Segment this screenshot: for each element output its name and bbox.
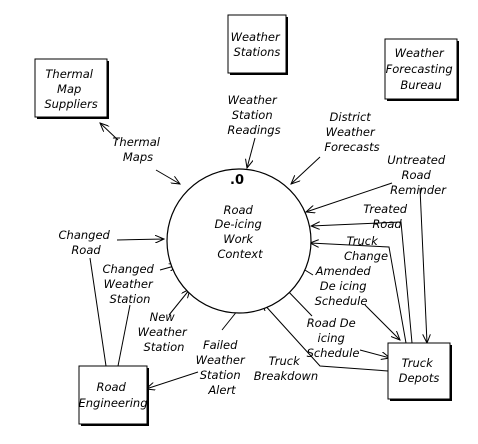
entity-label: Road (96, 380, 126, 394)
entity-label: Weather (231, 30, 281, 44)
entity-label: Map (57, 82, 81, 96)
flow-line-truck-breakdown (262, 302, 389, 372)
flow-line-thermal-maps-out (100, 123, 119, 141)
flow-line-district-forecasts (291, 156, 321, 184)
flow-label-amended-deicing-schedule: Amended De icing Schedule (315, 264, 375, 308)
flow-line-truck-change (310, 243, 407, 344)
entity-weather-forecasting-bureau[interactable]: Weather Forecasting Bureau (384, 38, 459, 101)
flow-line-untreated-reminder (306, 182, 393, 212)
flow-label-truck-change: Truck Change (344, 234, 388, 263)
flow-label-truck-breakdown: Truck Breakdown (254, 354, 318, 383)
flow-label-thermal-maps: Thermal Maps (112, 135, 163, 164)
flow-line-changed-weather-station (117, 304, 131, 367)
flow-label-treated-road: Treated Road (363, 202, 411, 231)
flow-line-amended-to-depots (364, 304, 400, 340)
svg-text:Road Engineering: Road Engineering (79, 380, 148, 410)
entity-label: Weather (395, 46, 445, 60)
flow-line-untreated-to-depots (419, 187, 427, 343)
entity-label: Bureau (400, 78, 441, 92)
entity-label: Forecasting (386, 62, 453, 76)
entity-label: Thermal (45, 67, 93, 81)
process-number: .0 (230, 173, 244, 188)
flow-line-new-weather-station (168, 289, 190, 316)
flow-line-treated-road (311, 221, 413, 344)
svg-text:Weather Forecasting: Weather Forecasting Bureau (386, 46, 457, 92)
svg-text:Truck Depots: Truck Depots (399, 356, 440, 385)
flow-label-failed-weather-station-alert: Failed Weather Station Alert (196, 338, 249, 397)
process-circle[interactable]: .0 Road De-icing Work Context (166, 168, 312, 314)
flow-label-untreated-road-reminder: Untreated Road Reminder (387, 153, 449, 197)
flow-label-district-weather-forecasts: District Weather Forecasts (324, 110, 379, 154)
flow-label-changed-road: Changed Road (59, 228, 114, 257)
process-line: Work (223, 232, 254, 246)
entity-label: Suppliers (44, 97, 97, 111)
entity-label: Depots (399, 371, 440, 385)
flow-line-changed-road (89, 257, 107, 367)
process-line: De-icing (214, 217, 261, 231)
flow-line-changed-road-in (116, 239, 164, 240)
process-line: Road (223, 203, 253, 217)
svg-text:Weather Stations: Weather Stations (231, 30, 284, 59)
entity-label: Truck (402, 356, 434, 370)
flow-label-changed-weather-station: Changed Weather Station (103, 262, 158, 306)
flow-line-thermal-maps-in (155, 169, 180, 184)
flow-line-weather-station-readings (247, 137, 256, 168)
process-label: Road De-icing Work Context (214, 203, 265, 261)
entity-road-engineering[interactable]: Road Engineering (78, 365, 150, 426)
process-line: Context (217, 247, 263, 261)
flow-label-road-deicing-schedule: Road De icing Schedule (307, 316, 360, 360)
flow-label-new-weather-station: New Weather Station (138, 310, 191, 354)
entity-weather-stations[interactable]: Weather Stations (227, 14, 288, 75)
flow-line-road-deicing-to-depots (359, 349, 390, 358)
flow-label-weather-station-readings: Weather Station Readings (227, 93, 280, 137)
flow-line-failed-alert-to-eng (146, 371, 199, 389)
entity-truck-depots[interactable]: Truck Depots (387, 342, 452, 401)
svg-text:Thermal Map Suppli: Thermal Map Suppliers (44, 67, 97, 111)
entity-thermal-map-suppliers[interactable]: Thermal Map Suppliers (34, 58, 109, 119)
entity-label: Engineering (79, 396, 148, 410)
entity-label: Stations (234, 45, 281, 59)
